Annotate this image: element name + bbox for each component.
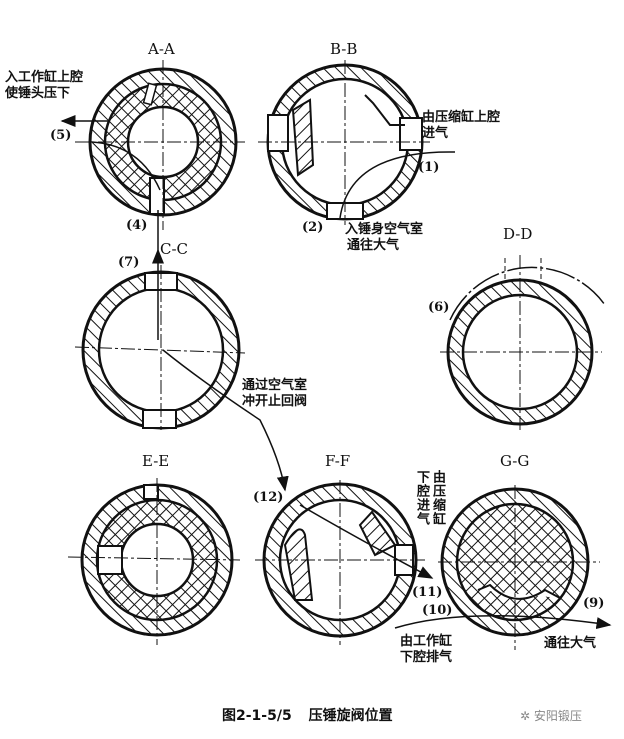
section-b-b — [258, 60, 456, 225]
annotation-gg-atmosphere: 通往大气 — [544, 636, 597, 651]
annotation-ff-left: 下腔进气 — [414, 470, 429, 526]
annotation-ff-right: 由压缩缸 — [430, 470, 445, 526]
section-label-b-b: B-B — [330, 40, 358, 58]
section-label-e-e: E-E — [142, 452, 170, 470]
watermark: ✲ 安阳锻压 — [520, 709, 582, 723]
port-label-4: (4) — [126, 218, 148, 233]
port-label-11: (11) — [412, 585, 443, 600]
section-g-g — [394, 485, 612, 650]
annotation-bb-outlet: 入锤身空气室 通往大气 — [345, 222, 424, 253]
section-label-g-g: G-G — [500, 452, 530, 470]
section-f-f — [255, 480, 434, 645]
section-e-e — [67, 478, 241, 645]
annotation-aa: 入工作缸上腔 使锤头压下 — [5, 70, 84, 101]
annotation-cc: 通过空气室 冲开止回阀 — [242, 378, 308, 409]
port-label-6: (6) — [428, 300, 450, 315]
section-c-c — [74, 210, 289, 492]
annotation-gg-exhaust: 由工作缸 下腔排气 — [400, 634, 453, 665]
section-label-d-d: D-D — [503, 225, 533, 243]
section-label-a-a: A-A — [148, 40, 175, 58]
section-d-d — [440, 255, 606, 430]
port-label-7: (7) — [118, 255, 140, 270]
section-label-f-f: F-F — [325, 452, 351, 470]
port-label-12: (12) — [253, 490, 284, 505]
port-label-10: (10) — [422, 603, 453, 618]
port-label-5: (5) — [50, 128, 72, 143]
section-a-a — [60, 60, 245, 230]
port-label-9: (9) — [583, 596, 605, 611]
wechat-icon: ✲ — [520, 709, 534, 723]
port-label-1: (1) — [418, 160, 440, 175]
port-label-2: (2) — [302, 220, 324, 235]
section-label-c-c: C-C — [160, 240, 189, 258]
annotation-bb-inlet: 由压缩缸上腔 进气 — [422, 110, 501, 141]
figure-caption: 图2-1-5/5 压锤旋阀位置 — [222, 708, 393, 724]
